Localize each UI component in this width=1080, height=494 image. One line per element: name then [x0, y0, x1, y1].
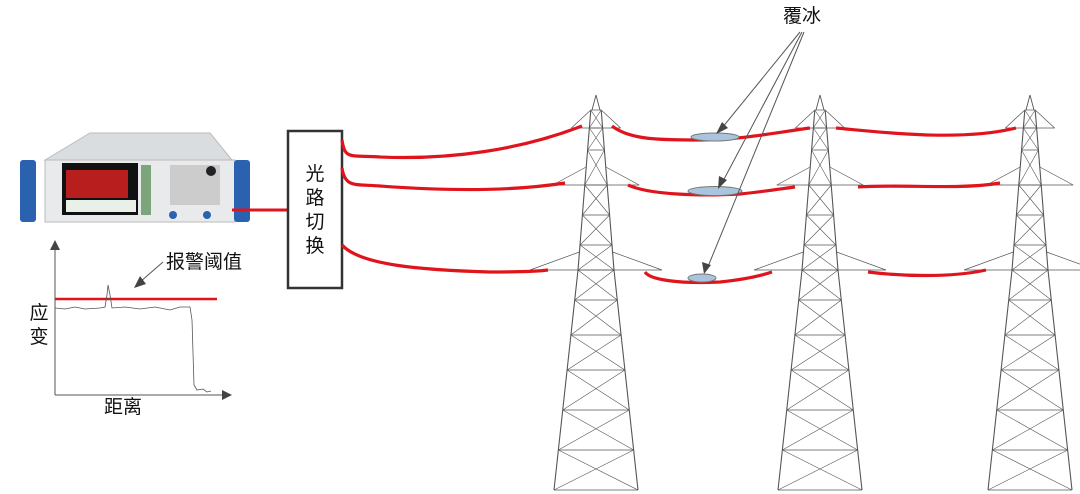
alarm-threshold-label: 报警阈值	[166, 251, 243, 273]
sensing-fiber-segment	[340, 167, 566, 192]
switch-char: 光	[305, 163, 325, 185]
sensing-fiber-segment	[340, 243, 549, 274]
left-handle	[20, 160, 36, 222]
interrogator-instrument	[20, 132, 250, 223]
sensing-fiber-segment	[340, 124, 583, 160]
threshold-arrow-icon	[134, 276, 146, 288]
transmission-tower-1	[529, 94, 663, 491]
strain-curve	[54, 284, 212, 393]
ice-deposit-2	[687, 186, 743, 196]
y-axis-char: 应	[29, 302, 49, 324]
sensing-fiber-segment	[857, 181, 1001, 189]
ice-deposit-1	[690, 132, 740, 142]
optical-switch-box	[286, 129, 344, 290]
sensing-fiber-segment	[835, 126, 1017, 137]
optical-switch-label: 光 路 切 换	[304, 162, 326, 258]
switch-char: 换	[305, 235, 325, 257]
y-axis-label: 应 变	[28, 301, 50, 349]
right-handle	[234, 160, 250, 222]
icing-label: 覆冰	[783, 5, 822, 27]
y-axis-char: 变	[29, 326, 49, 348]
icing-pointers	[706, 31, 805, 270]
sensing-fiber-segment	[643, 270, 773, 285]
ice-deposit-3	[687, 273, 717, 283]
y-axis-arrow-icon	[50, 240, 60, 250]
switch-char: 切	[305, 211, 325, 233]
transmission-tower-2	[753, 94, 887, 491]
sensing-fiber-segment	[867, 268, 987, 278]
transmission-tower-3	[963, 94, 1080, 491]
switch-char: 路	[305, 187, 325, 209]
x-axis-arrow-icon	[222, 390, 232, 400]
x-axis-label: 距离	[104, 396, 143, 418]
strain-distance-graph	[50, 240, 232, 400]
